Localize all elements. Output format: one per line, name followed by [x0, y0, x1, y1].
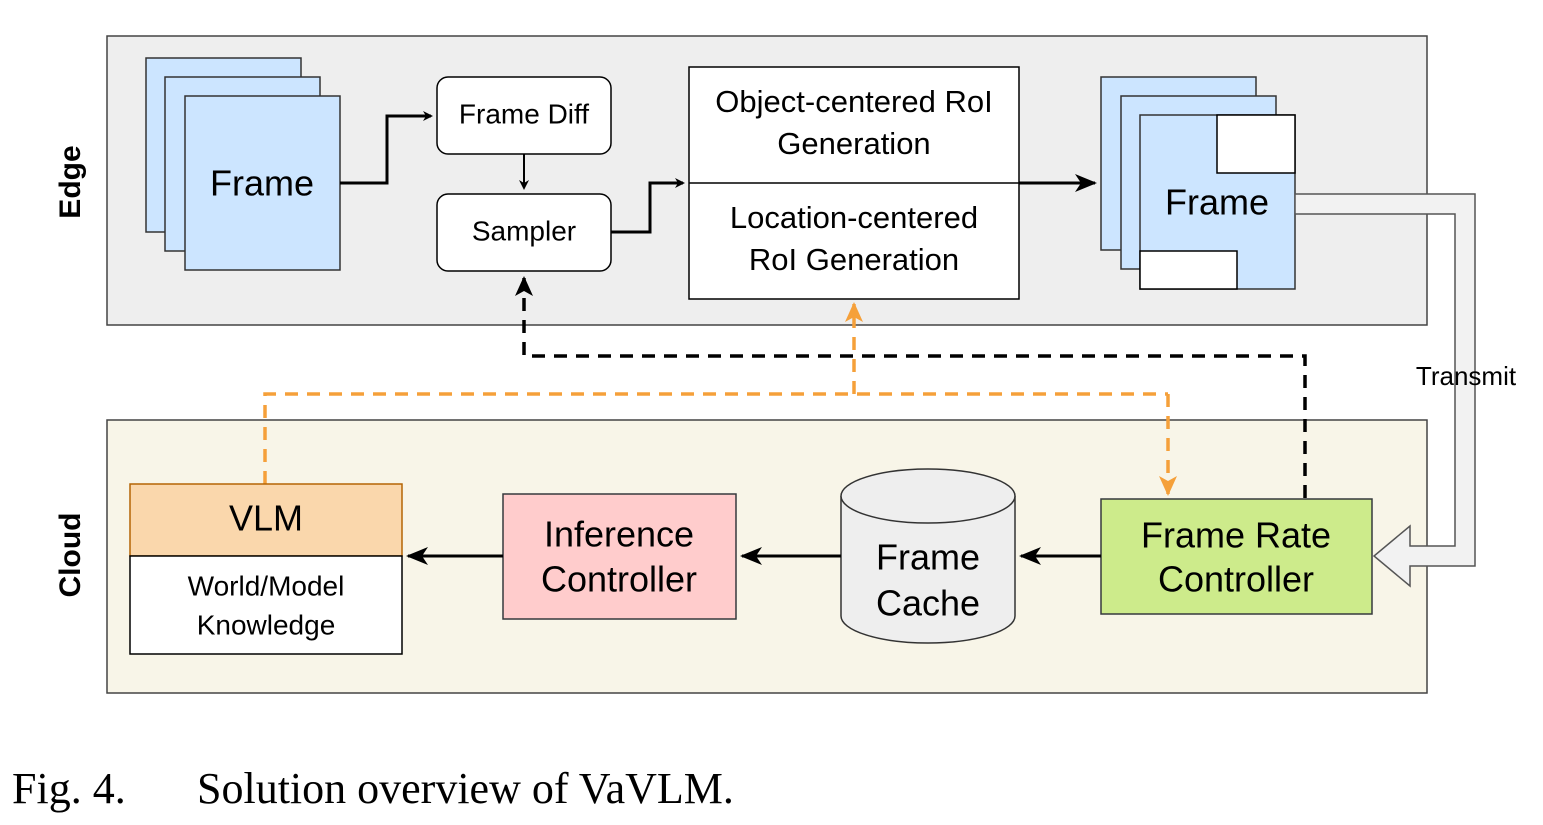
roi-location-line2: RoI Generation [749, 242, 959, 277]
transmit-arrow [1294, 193, 1476, 588]
knowledge-line1: World/Model [188, 570, 345, 601]
inference-line2: Controller [541, 559, 697, 600]
roi-object-line1: Object-centered RoI [715, 84, 992, 119]
figure-caption-text: Solution overview of VaVLM. [197, 764, 734, 813]
frc-line1: Frame Rate [1141, 515, 1331, 556]
roi-object-line2: Generation [777, 126, 930, 161]
output-frame-label: Frame [1165, 182, 1269, 223]
frame-cache-cylinder: Frame Cache [840, 468, 1016, 644]
roi-box-bottom [1139, 250, 1238, 290]
cloud-region-label: Cloud [54, 513, 87, 598]
vlm-label: VLM [229, 498, 303, 539]
input-frame-stack: Frame [145, 57, 341, 271]
edge-region-label: Edge [54, 145, 87, 218]
feedback-frc-to-sampler [515, 276, 1307, 498]
sampler-label: Sampler [472, 215, 576, 246]
feedback-vlm-line [263, 392, 1168, 484]
frame-diff-label: Frame Diff [459, 98, 589, 129]
transmit-label: Transmit [1416, 361, 1517, 391]
cache-line2: Cache [876, 583, 980, 624]
figure-caption-label: Fig. 4. [12, 764, 126, 813]
knowledge-box [129, 555, 403, 655]
frc-line2: Controller [1158, 559, 1314, 600]
cache-line1: Frame [876, 537, 980, 578]
input-frame-label: Frame [210, 163, 314, 204]
frame-rate-controller-box [1100, 498, 1373, 615]
inference-line1: Inference [544, 514, 694, 555]
vlm-box [129, 483, 403, 557]
inference-controller-box [502, 493, 737, 620]
output-frame-stack: Frame [1100, 76, 1296, 290]
knowledge-line2: Knowledge [197, 609, 336, 640]
arrow-frame-to-framediff [340, 111, 433, 185]
arrow-sampler-to-roi [611, 178, 685, 234]
roi-box-top [1216, 114, 1296, 174]
roi-location-line1: Location-centered [730, 200, 978, 235]
